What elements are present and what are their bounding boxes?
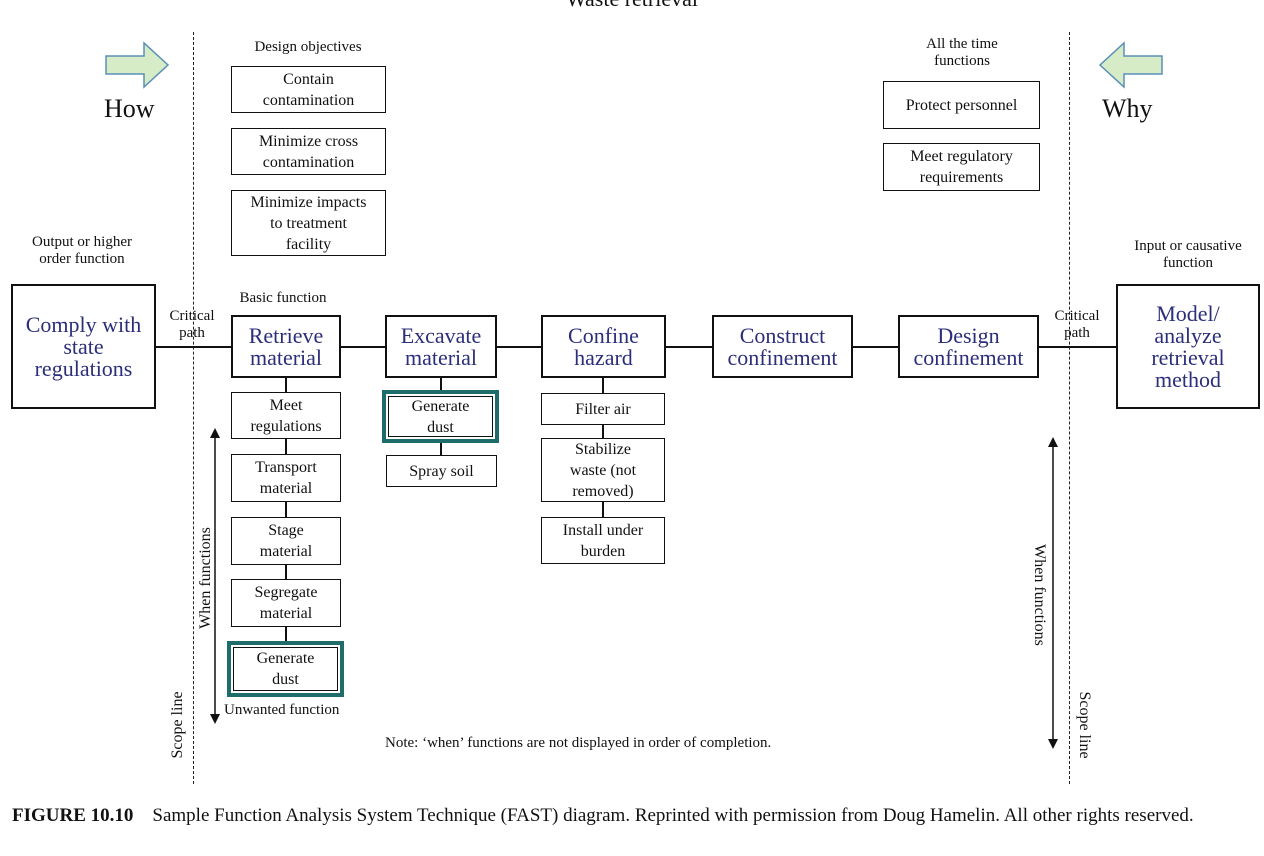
objective-box: Minimize cross contamination (231, 128, 386, 175)
figure-caption: FIGURE 10.10 Sample Function Analysis Sy… (12, 802, 1262, 829)
unwanted-function-box: Generate dust (227, 641, 344, 697)
output-label: Output or higher order function (32, 234, 132, 267)
objective-box: Contain contamination (231, 66, 386, 113)
basic-function-label: Basic function (239, 290, 327, 306)
when-function-box: Install under burden (541, 517, 665, 564)
when-function-box: Stabilize waste (not removed) (541, 438, 665, 502)
scope-label-right: Scope line (1076, 691, 1093, 759)
scope-line-left (193, 32, 194, 784)
causative-function-box: Model/ analyze retrieval method (1116, 284, 1260, 409)
when-function-box: Segregate material (231, 579, 341, 627)
how-label: How (104, 94, 155, 123)
diagram-title: Waste retrieval (532, 0, 732, 12)
scope-label-left: Scope line (169, 691, 186, 759)
critical-function-box: Excavate material (385, 315, 497, 378)
all-time-box: Protect personnel (883, 81, 1040, 129)
all-time-heading: All the time functions (926, 36, 998, 69)
why-arrow-icon (1098, 41, 1163, 89)
critical-function-box: Retrieve material (231, 315, 341, 378)
critical-function-box: Construct confinement (712, 315, 853, 378)
how-arrow-icon (105, 41, 170, 89)
objective-box: Minimize impacts to treatment facility (231, 190, 386, 256)
design-objectives-heading: Design objectives (254, 39, 362, 55)
diagram-note: Note: ‘when’ functions are not displayed… (385, 735, 772, 751)
all-time-box: Meet regulatory requirements (883, 143, 1040, 191)
when-function-box: Stage material (231, 517, 341, 565)
when-function-box: Transport material (231, 454, 341, 502)
critical-function-box: Design confinement (898, 315, 1039, 378)
figure-number: FIGURE 10.10 (12, 805, 134, 826)
why-label: Why (1102, 94, 1153, 123)
figure-caption-text: Sample Function Analysis System Techniqu… (152, 805, 1194, 826)
critical-path-label-right: Critical path (1054, 308, 1100, 341)
when-arrow-left-icon (210, 428, 220, 724)
input-label: Input or causative function (1134, 238, 1242, 271)
unwanted-function-box: Generate dust (382, 390, 499, 443)
unwanted-function-label: Unwanted function (224, 702, 340, 718)
when-functions-label-left: When functions (197, 527, 214, 629)
critical-function-box: Confine hazard (541, 315, 666, 378)
when-arrow-right-icon (1048, 437, 1058, 749)
when-function-box: Spray soil (386, 455, 497, 487)
when-functions-label-right: When functions (1031, 544, 1048, 646)
when-function-box: Filter air (541, 393, 665, 425)
connector-line (285, 377, 287, 643)
when-function-box: Meet regulations (231, 392, 341, 439)
higher-order-function-box: Comply with state regulations (11, 284, 156, 409)
scope-line-right (1069, 32, 1070, 784)
critical-path-label-left: Critical path (169, 308, 215, 341)
